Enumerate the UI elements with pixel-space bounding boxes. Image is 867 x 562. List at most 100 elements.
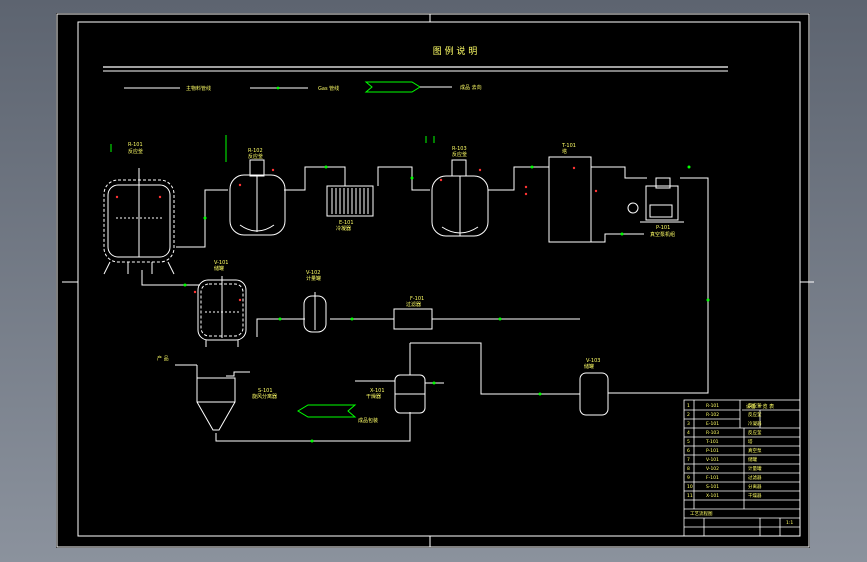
r102-tag: R-102 [248,148,263,154]
s101-name: 旋风分离器 [252,393,277,400]
legend-label-output: 成品 去向 [460,84,482,91]
equipment-list-row-no: 6 [687,448,690,454]
cyclone-s101: 产 品 S-101 旋风分离器 [157,355,277,431]
r101-name: 反应釜 [128,148,143,155]
v101-tag: V-101 [214,260,228,266]
equipment-list-row-tag: R-103 [706,430,719,436]
equipment-list-row-tag: E-101 [706,421,719,427]
product-label: 产 品 [157,355,169,362]
equipment-list-row-no: 3 [687,421,690,427]
e101-name: 冷凝器 [336,225,351,232]
v103-name: 储罐 [584,363,594,370]
f101-name: 过滤器 [406,301,421,308]
equipment-list-row-name: 冷凝器 [748,420,762,427]
legend-output-arrow [364,81,421,93]
legend-label-gas: Gas 管线 [318,85,339,92]
equipment-list-row-name: 塔 [748,438,753,445]
equipment-list-row-name: 分离器 [748,483,762,490]
p101-tag: P-101 [656,225,670,231]
legend-label-main: 主物料管线 [186,85,211,92]
condenser-e101: E-101 冷凝器 [326,185,374,232]
filter-f101: F-101 过滤器 [393,296,433,330]
pipe-r103-t101 [488,166,549,191]
output-arrow: 成品包装 [297,404,378,424]
pipe-e101-r103 [377,166,430,191]
r101-tag: R-101 [128,142,143,148]
equipment-list-row-no: 4 [687,430,690,436]
equipment-list-row-name: 过滤器 [748,474,762,481]
equipment-list-row-tag: V-101 [706,457,719,463]
equipment-list-row-no: 10 [687,484,693,490]
equipment-list-row-name: 反应釜 [748,402,762,409]
equipment-list-row-name: 计量罐 [748,465,762,472]
tank-v103: V-103 储罐 [579,358,609,416]
reactor-r101: R-101 反应釜 [103,142,175,275]
equipment-list-row-tag: R-101 [706,403,719,409]
output-note: 成品包装 [358,417,378,424]
equipment-list-row-tag: X-101 [706,493,719,499]
pipe-t101-bottom [591,233,644,243]
equipment-list-row-tag: R-102 [706,412,719,418]
r103-tag: R-103 [452,146,467,152]
drawing-scale: 1:1 [786,520,793,526]
equipment-list-row-name: 反应釜 [748,429,762,436]
legend-gas-dot [276,86,280,90]
pipe-v101-v102 [256,318,305,337]
r103-name: 反应釜 [452,151,467,158]
pipe-r101-r102 [176,189,228,248]
equipment-list-row-name: 干燥器 [748,492,762,499]
equipment-list-row-tag: S-101 [706,484,719,490]
pipe-r101-v101 [141,270,200,286]
e101-tag: E-101 [339,220,354,226]
equipment-list-header: 设备 一览 表 [746,403,774,410]
pipe-s101-x101 [215,412,411,442]
f101-tag: F-101 [410,296,424,302]
equipment-list-row-no: 2 [687,412,690,418]
equipment-list-row-name: 储罐 [748,456,757,463]
equipment-list-row-no: 11 [687,493,693,499]
equipment-list-row-tag: T-101 [705,439,719,445]
r102-name: 反应釜 [248,153,263,160]
v101-name: 储罐 [214,265,224,272]
t101-name: 塔 [562,148,567,155]
equipment-list-row-no: 7 [687,457,690,463]
equipment-list-row-name: 反应釜 [748,411,762,418]
inner-frame [77,21,801,537]
equipment-list-row-no: 9 [687,475,690,481]
title-block [683,399,801,537]
v103-tag: V-103 [586,358,600,364]
x101-tag: X-101 [370,388,385,394]
flow-markers [183,165,710,443]
s101-tag: S-101 [258,388,273,394]
column-t101: T-101 塔 [524,143,598,243]
x101-name: 干燥器 [366,393,381,400]
pipe-x101-v103 [410,342,580,395]
v102-tag: V-102 [306,270,320,276]
equipment-list-rows: 1 R-101 反应釜 2 R-102 反应釜 3 E-101 冷凝器 4 R-103 反应釜 5 T-1… [687,402,762,499]
equipment-list-row-tag: V-102 [706,466,719,472]
equipment-list-row-no: 8 [687,466,690,472]
reactor-r103: R-103 反应釜 [425,136,489,237]
equipment-list-row-name: 真空泵 [748,447,762,454]
drawing-title: 工艺流程图 [690,510,713,517]
legend-title: 图 例 说 明 [433,45,478,57]
equipment-list-row-no: 1 [687,403,690,409]
reactor-r102: R-102 反应釜 [225,135,286,236]
outer-frame [56,13,810,548]
equipment-list-row-tag: F-101 [706,475,719,481]
vessel-v102: V-102 计量罐 [303,270,327,333]
pipe-v103-return [608,177,709,394]
vessel-v101: V-101 储罐 [193,260,247,347]
t101-tag: T-101 [561,143,576,149]
pipe-r102-e101 [284,166,346,191]
p101-name: 真空泵机组 [650,231,675,238]
v102-name: 计量罐 [306,275,321,282]
equipment-list-row-tag: P-101 [706,448,719,454]
dryer-x101: X-101 干燥器 [366,374,426,414]
vacuum-unit-p101: P-101 真空泵机组 [627,177,684,238]
pipe-t101-p101 [591,166,647,179]
equipment-list-row-no: 5 [687,439,690,445]
pipe-s101-vent [226,371,250,377]
